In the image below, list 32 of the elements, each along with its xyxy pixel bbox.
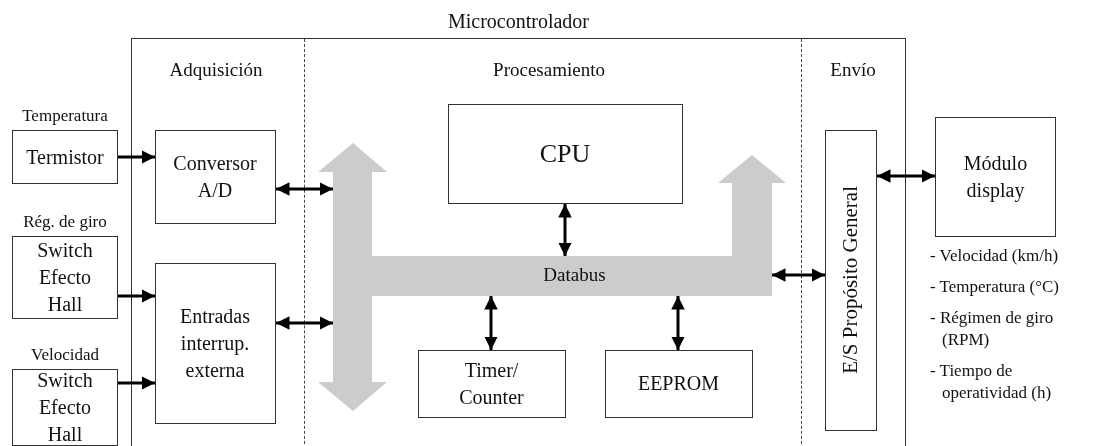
arrow xyxy=(118,376,155,390)
arrow xyxy=(276,182,333,196)
process-box: Conversor A/D xyxy=(154,129,276,224)
bus-label: Databus xyxy=(542,263,607,286)
sensor-heading: Velocidad xyxy=(31,345,99,365)
arrow xyxy=(558,204,572,256)
arrow xyxy=(118,289,155,303)
arrow xyxy=(877,169,935,183)
column-heading: Procesamiento xyxy=(492,59,606,81)
list-item: - Velocidad (km/h) xyxy=(930,245,1060,267)
sensor-box: Switch Efecto Hall xyxy=(12,236,118,319)
arrow xyxy=(671,296,685,350)
list-item: - Régimen de giro (RPM) xyxy=(930,307,1055,351)
column-heading: Envío xyxy=(829,59,877,81)
list-item: - Tiempo de operatividad (h) xyxy=(930,360,1053,404)
process-box: Entradas interrup. externa xyxy=(154,262,276,424)
process-box: EEPROM xyxy=(604,349,753,418)
arrow xyxy=(276,316,333,330)
process-box: E/S Propósito General xyxy=(824,129,877,431)
arrow xyxy=(484,296,498,350)
sensor-box: Switch Efecto Hall xyxy=(12,369,118,446)
arrow xyxy=(118,150,155,164)
list-item: - Temperatura (°C) xyxy=(930,276,1060,298)
sensor-heading: Temperatura xyxy=(22,106,108,126)
sensor-box: Termistor xyxy=(12,130,118,184)
arrow xyxy=(772,268,825,282)
process-box: Timer/ Counter xyxy=(417,349,566,418)
process-box: Módulo display xyxy=(935,117,1056,237)
process-box: CPU xyxy=(447,103,683,204)
sensor-heading: Rég. de giro xyxy=(23,212,107,232)
block-title: Microcontrolador xyxy=(447,9,590,33)
column-heading: Adquisición xyxy=(168,59,264,81)
